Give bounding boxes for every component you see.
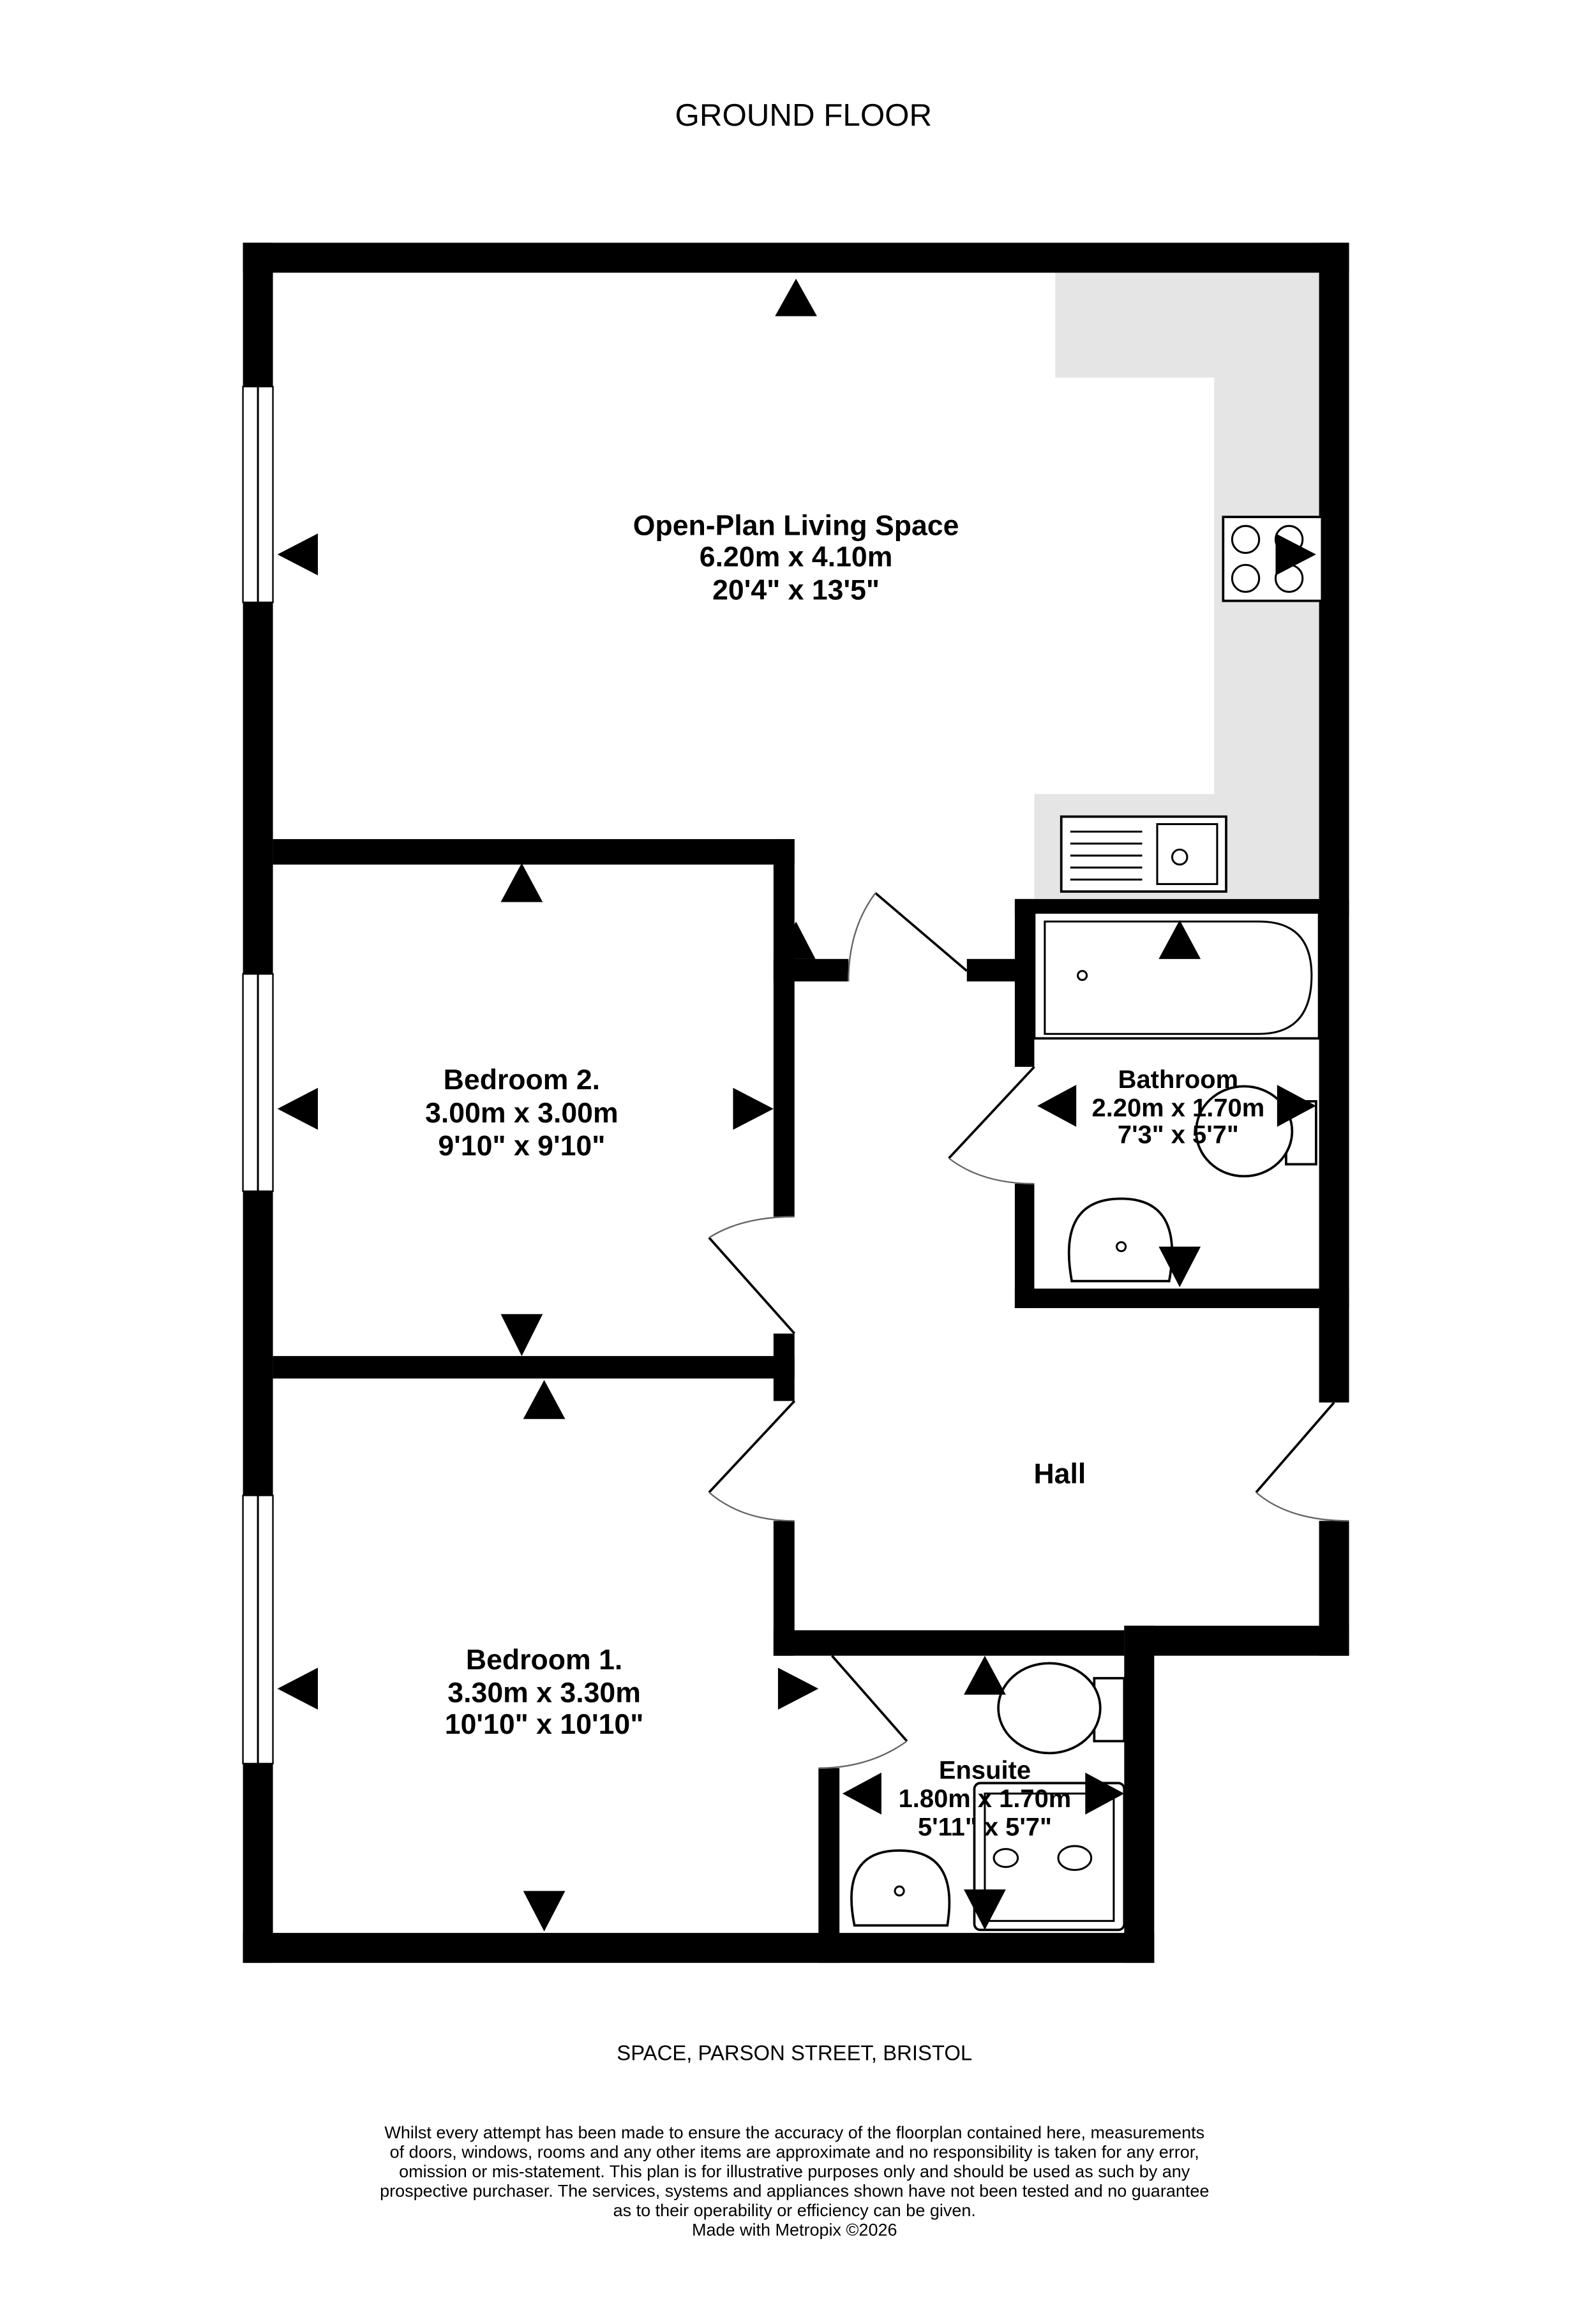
ensuite-toilet-icon	[997, 1662, 1126, 1755]
room-imperial: 20'4" x 13'5"	[712, 574, 880, 606]
room-bedroom-2: Bedroom 2. 3.00m x 3.00m 9'10" x 9'10"	[425, 1064, 618, 1161]
room-metric: 6.20m x 4.10m	[700, 542, 893, 573]
credit-line: Made with Metropix ©2026	[692, 2220, 897, 2239]
room-name: Ensuite	[939, 1756, 1031, 1784]
room-imperial: 9'10" x 9'10"	[438, 1130, 605, 1161]
toilet-icon	[1195, 1085, 1317, 1178]
room-name: Hall	[1033, 1459, 1086, 1490]
property-address: SPACE, PARSON STREET, BRISTOL	[617, 2041, 972, 2065]
room-hall: Hall	[1033, 1459, 1086, 1490]
room-living: Open-Plan Living Space 6.20m x 4.10m 20'…	[633, 510, 959, 606]
room-ensuite: Ensuite 1.80m x 1.70m 5'11" x 5'7"	[899, 1756, 1072, 1841]
disclaimer-line: Whilst every attempt has been made to en…	[384, 2123, 1204, 2142]
room-bathroom: Bathroom 2.20m x 1.70m 7'3" x 5'7"	[1092, 1066, 1265, 1149]
room-imperial: 10'10" x 10'10"	[445, 1709, 644, 1740]
basin-icon	[1067, 1197, 1174, 1283]
disclaimer-line: of doors, windows, rooms and any other i…	[390, 2142, 1199, 2161]
disclaimer: Whilst every attempt has been made to en…	[380, 2123, 1209, 2240]
room-metric: 2.20m x 1.70m	[1092, 1094, 1265, 1122]
floor-title: GROUND FLOOR	[675, 98, 933, 133]
disclaimer-line: omission or mis-statement. This plan is …	[399, 2162, 1190, 2181]
room-name: Bedroom 1.	[466, 1644, 622, 1676]
room-metric: 3.30m x 3.30m	[447, 1678, 641, 1709]
room-name: Open-Plan Living Space	[633, 510, 959, 541]
dimension-arrows	[277, 278, 1316, 1932]
room-metric: 3.00m x 3.00m	[425, 1098, 618, 1129]
room-name: Bathroom	[1118, 1066, 1238, 1094]
sink-icon	[1060, 815, 1227, 893]
room-metric: 1.80m x 1.70m	[899, 1785, 1072, 1813]
doors	[708, 892, 1349, 1769]
kitchen-area	[1034, 272, 1319, 899]
room-bedroom-1: Bedroom 1. 3.30m x 3.30m 10'10" x 10'10"	[445, 1644, 644, 1740]
disclaimer-line: as to their operability or efficiency ca…	[613, 2201, 976, 2220]
shower-icon	[973, 1782, 1126, 1932]
room-name: Bedroom 2.	[444, 1064, 600, 1096]
room-imperial: 5'11" x 5'7"	[918, 1813, 1052, 1841]
windows	[242, 385, 274, 1764]
room-imperial: 7'3" x 5'7"	[1118, 1121, 1239, 1149]
disclaimer-line: prospective purchaser. The services, sys…	[380, 2181, 1209, 2200]
ensuite-basin-icon	[850, 1849, 951, 1927]
